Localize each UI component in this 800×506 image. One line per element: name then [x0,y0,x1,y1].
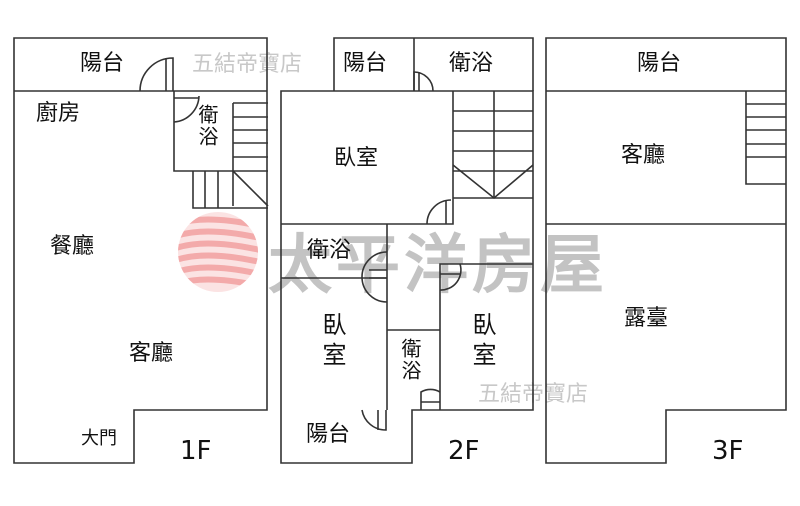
floor-2f-walls [280,37,534,464]
floor-3f-walls [545,37,787,464]
room-2f-balcony-bottom: 陽台 [306,422,351,447]
room-1f-balcony: 陽台 [80,51,125,76]
floor-label-3f: 3F [712,436,744,466]
floor-label-2f: 2F [448,436,480,466]
room-2f-bathroom-top: 衛浴 [449,51,494,76]
room-3f-balcony: 陽台 [637,51,682,76]
room-1f-bathroom: 衛浴 [195,104,219,148]
watermark-brand: 太平洋房屋 [268,228,608,303]
room-2f-bathroom-center: 衛浴 [398,338,422,382]
room-2f-bedroom-top: 臥室 [334,146,379,171]
room-2f-bathroom-mid: 衛浴 [307,238,352,263]
room-2f-bedroom-right: 臥室 [468,312,496,372]
floor-label-1f: 1F [180,436,212,466]
room-1f-living: 客廳 [129,341,174,366]
room-1f-main-door: 大門 [81,428,117,449]
pacific-wave-logo-icon [178,212,258,292]
room-3f-terrace: 露臺 [624,306,669,331]
room-3f-living: 客廳 [621,143,666,168]
room-1f-dining: 餐廳 [50,234,95,259]
room-2f-bedroom-left: 臥室 [318,312,346,372]
room-1f-kitchen: 廚房 [36,101,81,126]
watermark-store-top: 五結帝寶店 [192,52,303,77]
room-2f-balcony-top: 陽台 [343,51,388,76]
floor-1f-walls [13,37,269,464]
